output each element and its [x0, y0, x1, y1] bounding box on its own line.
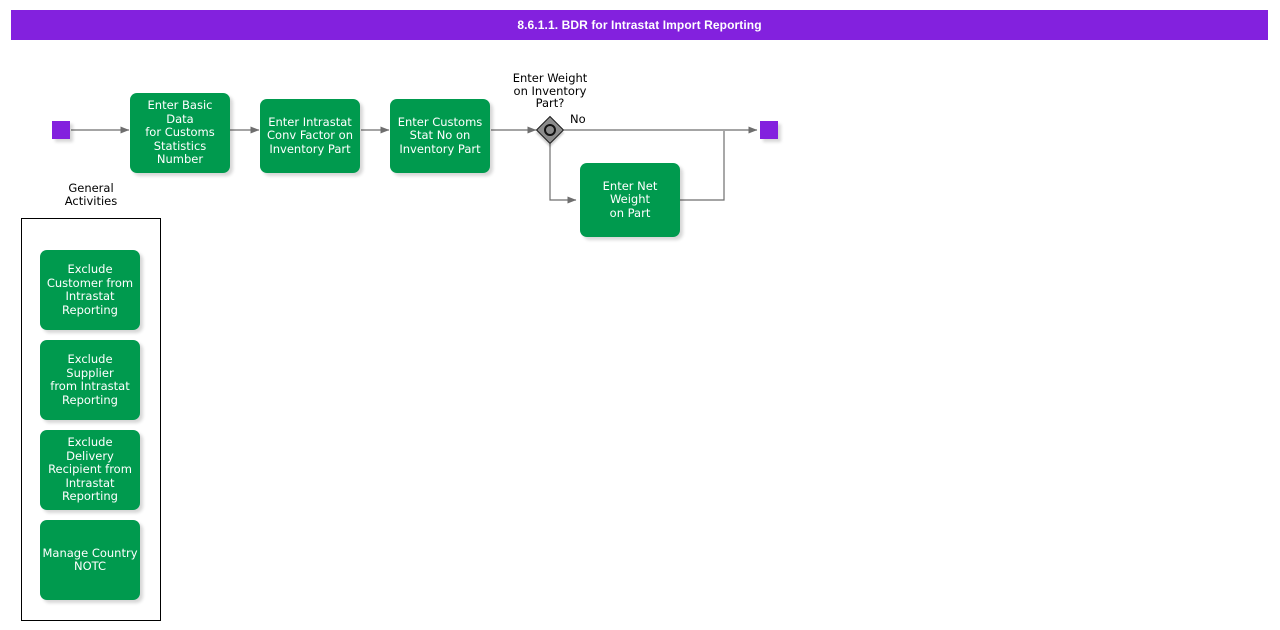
flow-task4-to-end — [680, 131, 725, 201]
start-event[interactable] — [52, 121, 70, 139]
gateway-circle-icon — [544, 124, 556, 136]
task-label: Exclude Customer from Intrastat Reportin… — [46, 262, 134, 317]
task-enter-intrastat-conv-factor-on-inventory-part[interactable]: Enter Intrastat Conv Factor on Inventory… — [260, 99, 360, 173]
page-title: 8.6.1.1. BDR for Intrastat Import Report… — [517, 18, 762, 32]
complex-gateway-enter-weight-on-inventory-part[interactable] — [535, 115, 565, 145]
task-label: Enter Basic Data for Customs Statistics … — [145, 98, 215, 167]
branch-label-no: No — [570, 112, 586, 126]
end-event[interactable] — [760, 121, 778, 139]
diagram-title-bar: 8.6.1.1. BDR for Intrastat Import Report… — [11, 10, 1268, 40]
task-enter-customs-stat-no-on-inventory-part[interactable]: Enter Customs Stat No on Inventory Part — [390, 99, 490, 173]
task-label: Manage Country NOTC — [42, 545, 138, 573]
task-enter-basic-data-for-customs-statistics-number[interactable]: Enter Basic Data for Customs Statistics … — [130, 93, 230, 173]
task-exclude-customer-from-intrastat-reporting[interactable]: Exclude Customer from Intrastat Reportin… — [40, 250, 140, 330]
gateway-label: Enter Weight on Inventory Part? — [512, 71, 588, 110]
group-title-general-activities: General Activities — [64, 181, 118, 208]
task-enter-net-weight-on-part[interactable]: Enter Net Weight on Part — [580, 163, 680, 237]
task-label: Exclude Supplier from Intrastat Reportin… — [50, 352, 130, 407]
task-exclude-delivery-recipient-from-intrastat-reporting[interactable]: Exclude Delivery Recipient from Intrasta… — [40, 430, 140, 510]
task-label: Enter Customs Stat No on Inventory Part — [397, 114, 483, 156]
flow-gateway-yes-to-task4 — [549, 144, 577, 204]
task-label: Enter Net Weight on Part — [602, 178, 658, 220]
task-exclude-supplier-from-intrastat-reporting[interactable]: Exclude Supplier from Intrastat Reportin… — [40, 340, 140, 420]
task-label: Enter Intrastat Conv Factor on Inventory… — [267, 114, 353, 156]
task-label: Exclude Delivery Recipient from Intrasta… — [48, 435, 132, 504]
task-manage-country-notc[interactable]: Manage Country NOTC — [40, 520, 140, 600]
